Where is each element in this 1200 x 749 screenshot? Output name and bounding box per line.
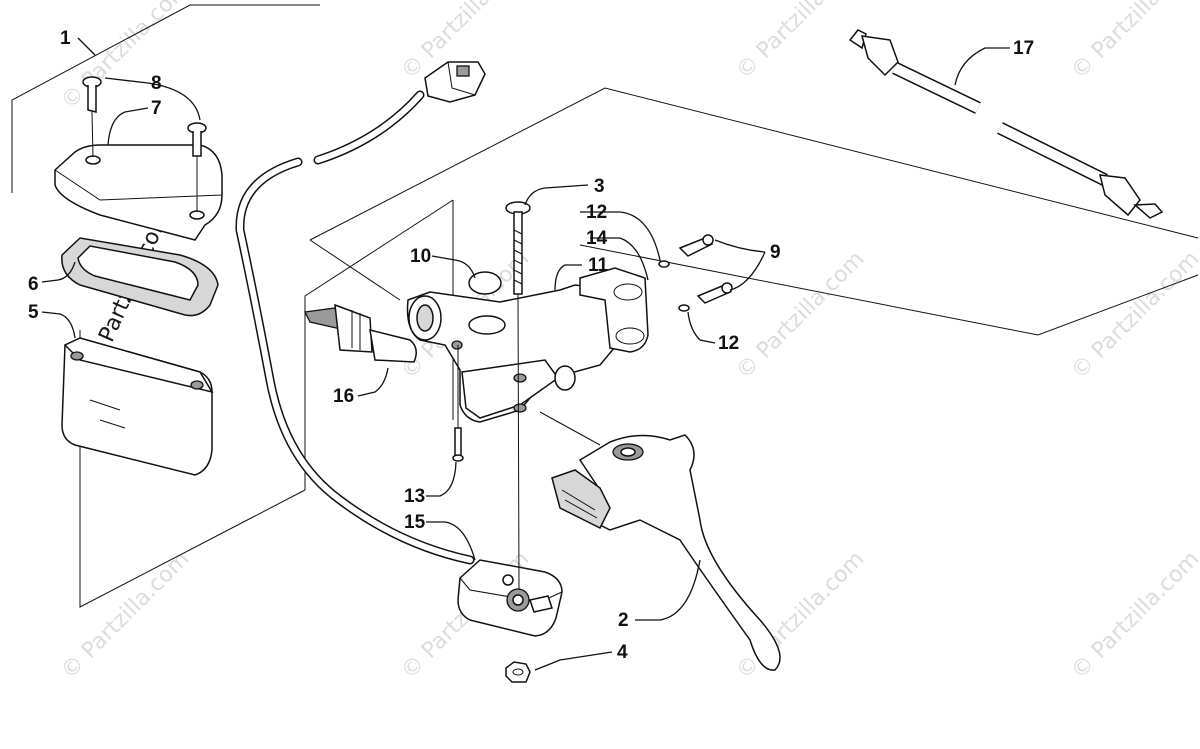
- reservoir-cap: [54, 144, 223, 241]
- callout-12-lower: 12: [718, 333, 739, 354]
- master-cylinder: [406, 267, 649, 446]
- reservoir-seal: [468, 271, 502, 295]
- callout-1: 1: [60, 28, 71, 49]
- cap-screws: [82, 76, 207, 212]
- watermark: © Partzilla.com: [1067, 247, 1200, 385]
- callout-13: 13: [404, 486, 425, 507]
- nut: [505, 661, 531, 683]
- callout-3: 3: [594, 176, 605, 197]
- leader-lines: [41, 37, 1010, 671]
- callout-8: 8: [151, 73, 162, 94]
- watermark: © Partzilla.com: [1067, 547, 1200, 685]
- callout-6: 6: [28, 274, 39, 295]
- callout-5: 5: [28, 302, 39, 323]
- switch-plunger: [304, 303, 417, 363]
- watermark: © Partzilla.com: [732, 0, 870, 84]
- brake-lever: [551, 434, 781, 671]
- callout-15: 15: [404, 512, 426, 533]
- callout-9: 9: [770, 242, 781, 263]
- callout-labels: 1 2 3 4 5 6 7 8 9 10 11 12 12 13 14 15 1…: [28, 28, 1034, 663]
- clamp-bolts: [658, 234, 733, 312]
- watermark: © Partzilla.com: [57, 547, 195, 685]
- switch-wire: [235, 61, 486, 565]
- callout-4: 4: [617, 642, 628, 663]
- callout-10: 10: [410, 246, 431, 267]
- throttle-cable: [848, 29, 1164, 219]
- callout-2: 2: [618, 610, 629, 631]
- watermark: © Partzilla.com: [1067, 0, 1200, 84]
- watermark: © Partzilla.com: [732, 247, 870, 385]
- pivot-bolt: [505, 201, 531, 591]
- callout-17: 17: [1013, 38, 1034, 59]
- callout-16: 16: [333, 386, 354, 407]
- watermark: © Partzilla.com: [57, 0, 195, 114]
- callout-7: 7: [151, 98, 162, 119]
- switch-screw: [452, 345, 464, 462]
- brake-switch: [457, 559, 563, 637]
- callout-14: 14: [586, 228, 608, 249]
- reservoir-body: [61, 337, 214, 476]
- reservoir-diaphragm: [61, 237, 219, 317]
- callout-12-upper: 12: [586, 202, 607, 223]
- callout-11: 11: [588, 255, 609, 276]
